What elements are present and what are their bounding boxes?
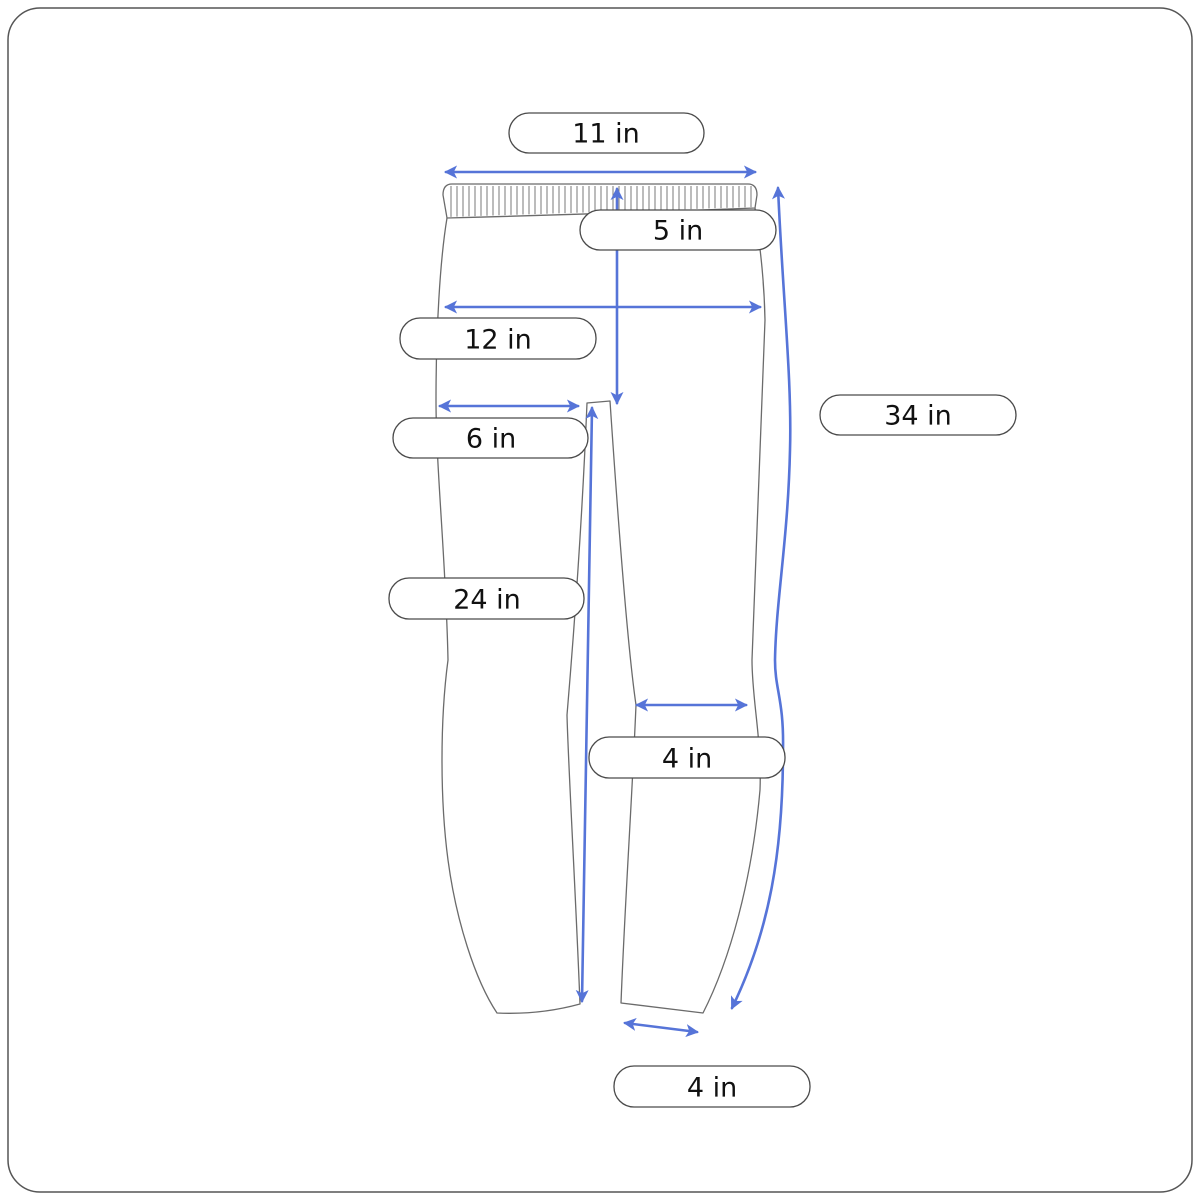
- label-pill: [588, 736, 786, 779]
- label-text: 4 in: [687, 1073, 737, 1104]
- label-leg-opening: 4 in: [613, 1065, 811, 1108]
- label-pill: [388, 577, 585, 620]
- outseam-arrow: [730, 186, 792, 1010]
- label-text: 24 in: [453, 585, 521, 616]
- label-knee-width: 4 in: [588, 736, 786, 779]
- label-inseam: 24 in: [388, 577, 585, 620]
- label-thigh-width: 6 in: [392, 417, 589, 459]
- diagram-frame: [7, 7, 1193, 1193]
- label-text: 5 in: [653, 216, 703, 247]
- label-outseam: 34 in: [819, 394, 1017, 436]
- label-text: 6 in: [466, 424, 516, 455]
- label-hip-width: 12 in: [399, 317, 597, 360]
- label-pill: [399, 317, 597, 360]
- label-rise: 5 in: [579, 209, 777, 251]
- label-text: 4 in: [662, 744, 712, 775]
- label-pill: [392, 417, 589, 459]
- measurement-arrows: [438, 165, 792, 1038]
- label-text: 34 in: [884, 401, 952, 432]
- leg-opening-arrow: [623, 1017, 699, 1038]
- label-pill: [579, 209, 777, 251]
- label-text: 12 in: [464, 325, 532, 356]
- label-pill: [508, 112, 705, 154]
- waistband-ribbing: [450, 186, 752, 217]
- label-text: 11 in: [572, 119, 640, 150]
- inseam-arrow: [575, 406, 599, 1003]
- label-pill: [819, 394, 1017, 436]
- label-waist-width: 11 in: [508, 112, 705, 154]
- label-pill: [613, 1065, 811, 1108]
